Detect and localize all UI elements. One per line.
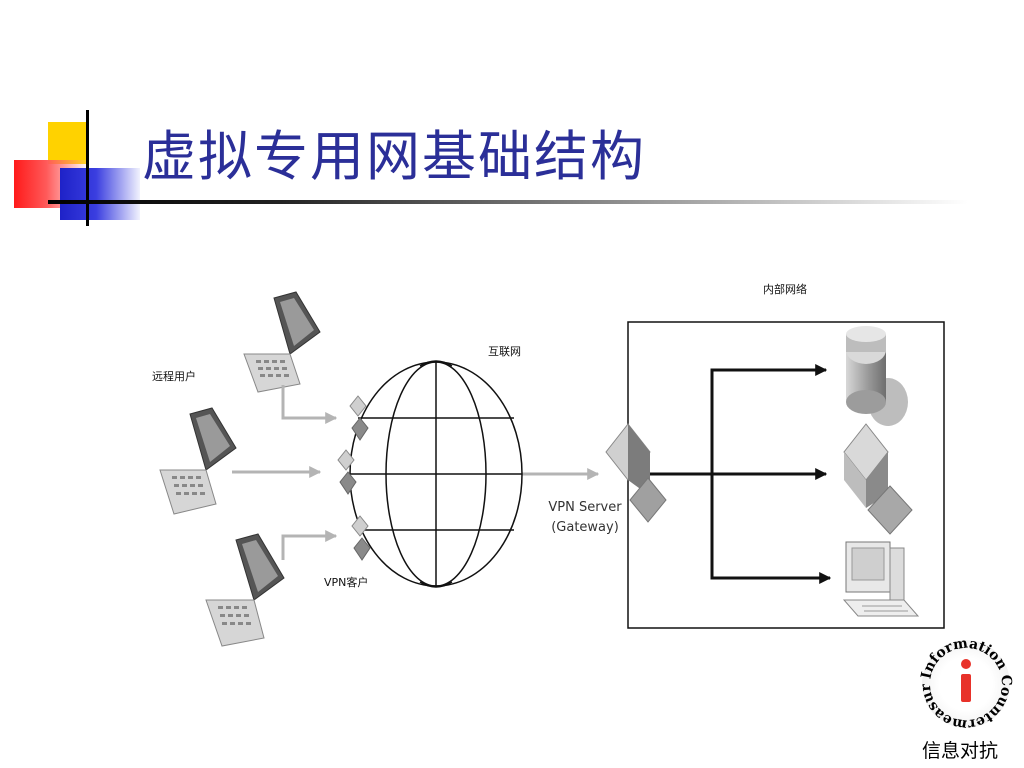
gateway-label: (Gateway) bbox=[551, 520, 619, 535]
workstation-icon bbox=[842, 541, 920, 617]
globe-icon bbox=[349, 360, 523, 588]
vpn-client-icon bbox=[337, 449, 357, 495]
vpn-client-label: VPN客户 bbox=[324, 575, 368, 589]
laptop-connections bbox=[232, 385, 600, 560]
slide-title: 虚拟专用网基础结构 bbox=[142, 125, 646, 188]
title-underline bbox=[48, 200, 968, 204]
internal-network-label: 内部网络 bbox=[763, 282, 807, 296]
title-decoration-blue bbox=[60, 168, 140, 220]
vpn-client-icon bbox=[349, 395, 369, 441]
remote-users-label: 远程用户 bbox=[152, 369, 196, 383]
server-icon bbox=[843, 423, 913, 535]
logo-dot bbox=[961, 659, 971, 669]
database-icon bbox=[846, 326, 908, 426]
title-decoration-vertical-line bbox=[86, 110, 89, 226]
internal-routing-arrows bbox=[650, 364, 832, 584]
laptop-icon bbox=[205, 533, 285, 647]
vpn-client-icon bbox=[351, 515, 371, 561]
title-decoration-yellow bbox=[48, 122, 88, 164]
vpn-server-label: VPN Server bbox=[548, 500, 622, 515]
laptop-icon bbox=[243, 291, 321, 393]
gateway-icon bbox=[605, 423, 667, 523]
footer-text: 信息对抗 bbox=[922, 740, 999, 762]
laptop-icon bbox=[159, 407, 237, 515]
internet-label: 互联网 bbox=[488, 345, 521, 358]
logo-letter-i bbox=[961, 674, 971, 702]
